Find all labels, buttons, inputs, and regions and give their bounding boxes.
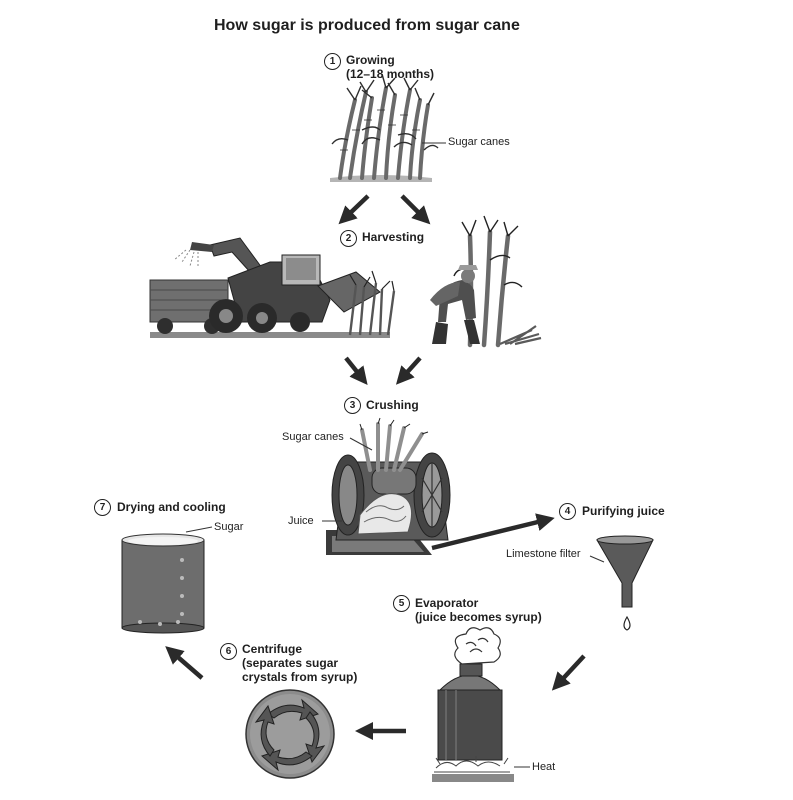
evaporator-illustration [432, 627, 530, 782]
arrow-growing-to-machine [338, 194, 370, 225]
arrow-centrifuge-to-drying [165, 646, 204, 680]
callout-limestone-filter: Limestone filter [506, 548, 581, 560]
step-label-harvesting: Harvesting [362, 230, 425, 244]
step-label-centrifuge: Centrifuge [242, 642, 302, 656]
step-number-3: 3 [344, 397, 361, 414]
centrifuge-illustration [245, 689, 335, 779]
step-number-7: 7 [94, 499, 111, 516]
step-sub-evaporator: (juice becomes syrup) [415, 610, 542, 624]
step-label-drying-and-cooling: Drying and cooling [117, 500, 226, 514]
callout-heat: Heat [532, 761, 556, 773]
step-label-growing: Growing [346, 53, 395, 67]
step-number-5: 5 [393, 595, 410, 612]
step-number-6: 6 [220, 643, 237, 660]
callout-sugar: Sugar [214, 521, 244, 533]
callout-crushing-sugar-canes: Sugar canes [282, 431, 344, 443]
arrow-machine-to-crushing [344, 356, 368, 386]
step-sub-centrifuge-2: crystals from syrup) [242, 670, 358, 684]
drying-drum-illustration [121, 526, 213, 634]
step-label-purifying-juice: Purifying juice [582, 504, 665, 518]
flow-arrows [165, 194, 586, 740]
step-label-crushing: Crushing [366, 398, 419, 412]
crushing-mill-illustration [322, 417, 451, 555]
step-sub-growing: (12–18 months) [346, 67, 435, 81]
sugar-cane-field-illustration [330, 73, 446, 182]
step-number-4: 4 [559, 503, 576, 520]
arrow-crushing-to-purifying [431, 513, 555, 551]
step-number-2: 2 [340, 230, 357, 247]
step-sub-centrifuge-1: (separates sugar [242, 656, 339, 670]
step-number-1: 1 [324, 53, 341, 70]
diagram-title: How sugar is produced from sugar cane [214, 17, 520, 34]
callout-growing-sugar-canes: Sugar canes [448, 136, 510, 148]
step-label-evaporator: Evaporator [415, 596, 479, 610]
harvesting-machine-illustration [149, 237, 396, 338]
callout-juice: Juice [288, 515, 314, 527]
arrow-worker-to-crushing [395, 356, 422, 385]
arrow-growing-to-worker [400, 194, 431, 225]
arrow-purifying-to-evaporator [551, 654, 586, 691]
limestone-filter-funnel-illustration [589, 535, 654, 631]
harvesting-worker-illustration [430, 215, 542, 348]
